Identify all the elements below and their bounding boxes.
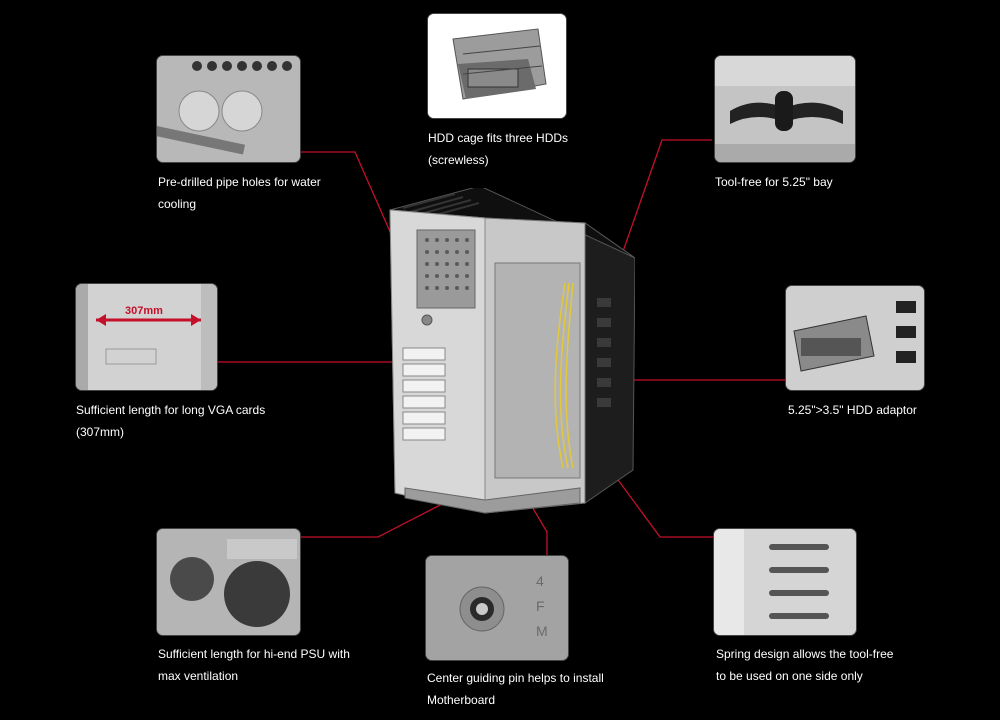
hdd-cage-photo — [428, 14, 566, 118]
vga-length-photo — [76, 284, 217, 390]
spring-design-photo — [714, 529, 856, 635]
caption-spring: Spring design allows the tool-free to be… — [716, 647, 894, 683]
caption-psu-vent: Sufficient length for hi-end PSU with ma… — [158, 647, 350, 683]
psu-vent-photo — [157, 529, 300, 635]
svg-text:M: M — [536, 623, 548, 639]
toolfree-bay-photo — [715, 56, 855, 162]
caption-toolfree: Tool-free for 5.25" bay — [715, 175, 833, 189]
pc-case-image — [389, 188, 635, 514]
callout-line-psu — [300, 501, 447, 538]
caption-guide-pin: Center guiding pin helps to install Moth… — [427, 671, 604, 707]
svg-text:F: F — [536, 598, 545, 614]
caption-hdd-cage: HDD cage fits three HDDs (screwless) — [428, 131, 569, 167]
caption-water-cooling: Pre-drilled pipe holes for water cooling — [158, 175, 321, 211]
dimension-label: 307mm — [125, 305, 163, 317]
svg-text:4: 4 — [536, 573, 544, 589]
caption-vga-length: Sufficient length for long VGA cards (30… — [76, 403, 266, 439]
guide-pin-photo: 4 F M — [426, 556, 568, 660]
pipe-holes-photo — [157, 56, 300, 162]
caption-hdd-adaptor: 5.25">3.5" HDD adaptor — [788, 403, 917, 417]
callout-line-toolfree — [605, 139, 712, 301]
hdd-adaptor-photo — [786, 286, 924, 390]
